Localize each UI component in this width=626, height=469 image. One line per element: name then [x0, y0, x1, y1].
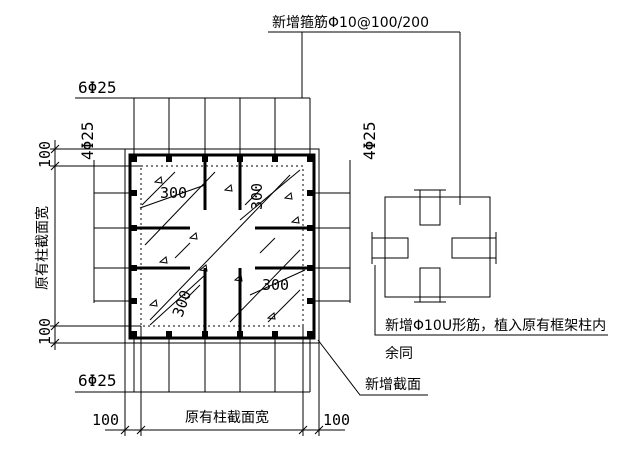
rebar-dot — [131, 190, 137, 196]
aggregate-mark — [233, 274, 243, 282]
left-leaders — [93, 160, 131, 303]
rebar-dots — [131, 156, 313, 337]
hatch-diag-3 — [141, 171, 176, 206]
aggregate-mark — [188, 232, 198, 240]
orig-width-vertical: 原有柱截面宽 — [34, 206, 51, 290]
u-bar-note-2: 余同 — [385, 345, 413, 362]
bottom-dim-tick — [314, 425, 324, 435]
rebar-dot — [307, 298, 313, 304]
new-section-label: 新增截面 — [365, 377, 421, 393]
dim-300-a: 300 — [160, 184, 187, 202]
right-rebar-label: 4Φ25 — [360, 121, 379, 160]
hatch-diag-8 — [244, 189, 261, 206]
dim-300-b: 300 — [248, 183, 266, 210]
rebar-dot — [307, 331, 313, 337]
aggregate-mark — [266, 312, 276, 320]
left-dim-tick — [50, 338, 60, 348]
left-dimension — [50, 140, 141, 350]
top-rebar-label: 6Φ25 — [78, 78, 117, 97]
orig-width-horizontal: 原有柱截面宽 — [185, 409, 269, 426]
u-bar-frame — [384, 196, 491, 298]
u-bar-right — [451, 237, 497, 259]
bottom-dim-tick — [120, 425, 130, 435]
original-column — [140, 165, 304, 327]
new-section-leader-line — [317, 339, 428, 396]
dim-300-c-line — [149, 274, 206, 326]
bottom-leaders — [75, 338, 311, 393]
rebar-dot — [131, 225, 137, 231]
rebar-dot — [131, 331, 137, 337]
rebar-dot — [307, 265, 313, 271]
rebar-dot — [166, 156, 172, 162]
left-dim-tick — [50, 321, 60, 331]
rebar-dot — [237, 156, 243, 162]
aggregate-mark — [198, 264, 208, 272]
left-dim-tick — [50, 144, 60, 154]
hatch-diag-1 — [144, 171, 216, 246]
aggregate-mark — [223, 184, 233, 192]
hatch-diag-2 — [229, 249, 301, 323]
bottom-dim-tick — [136, 425, 146, 435]
column-section — [124, 148, 320, 344]
left-rebar-label: 4Φ25 — [78, 121, 97, 160]
bottom-dim-tick — [298, 425, 308, 435]
rebar-dot — [166, 331, 172, 337]
aggregate-marks — [148, 176, 300, 320]
hatch-diag-4 — [267, 289, 301, 323]
right-leaders — [313, 160, 351, 303]
aggregate-mark — [148, 299, 158, 307]
rebar-dot — [307, 225, 313, 231]
rebar-dot — [202, 156, 208, 162]
hatch-diag-main — [149, 174, 291, 321]
aggregate-mark — [290, 216, 300, 224]
rebar-dot — [237, 331, 243, 337]
dim-100-bottom-right-h: 100 — [323, 411, 350, 429]
top-leaders — [75, 97, 311, 156]
dim-300-b-line — [239, 169, 301, 221]
hatch-diag-7 — [184, 284, 201, 301]
aggregate-mark — [158, 256, 168, 264]
dim-100-top-left: 100 — [36, 141, 54, 168]
u-bar-left — [371, 237, 409, 259]
u-bar-note: 新增Φ10U形筋，植入原有框架柱内 — [385, 317, 606, 334]
dim-100-bottom-left: 100 — [36, 318, 54, 345]
hatch-diag-6 — [259, 237, 276, 254]
inner-dimensions — [139, 169, 306, 326]
rebar-dot — [272, 331, 278, 337]
aggregate-mark — [283, 192, 293, 200]
rebar-dot — [202, 331, 208, 337]
new-section-leader — [317, 339, 428, 396]
bottom-rebar-label: 6Φ25 — [78, 371, 117, 390]
dim-100-bottom-left-h: 100 — [92, 411, 119, 429]
rebar-dot — [131, 298, 137, 304]
left-dim-tick — [50, 161, 60, 171]
new-section-outline — [124, 148, 320, 344]
stirrup-note: 新增箍筋Φ10@100/200 — [272, 14, 429, 31]
aggregate-mark — [153, 176, 163, 184]
u-bar-leader — [374, 265, 608, 336]
dim-300-d: 300 — [262, 276, 289, 294]
stirrup-leader — [268, 31, 461, 205]
rebar-dot — [131, 156, 137, 162]
dim-300-d-line — [249, 269, 306, 296]
rebar-dot — [307, 156, 313, 162]
u-bar-detail — [371, 189, 608, 336]
rebar-dot — [272, 156, 278, 162]
bottom-dimension — [105, 326, 345, 436]
u-bar-top — [419, 189, 441, 226]
dim-300-c: 300 — [169, 288, 195, 320]
stirrup-outer — [128, 153, 316, 340]
hatch-diag-5 — [174, 242, 191, 259]
rebar-dot — [307, 190, 313, 196]
rebar-dot — [131, 265, 137, 271]
dim-300-a-line — [139, 184, 206, 209]
